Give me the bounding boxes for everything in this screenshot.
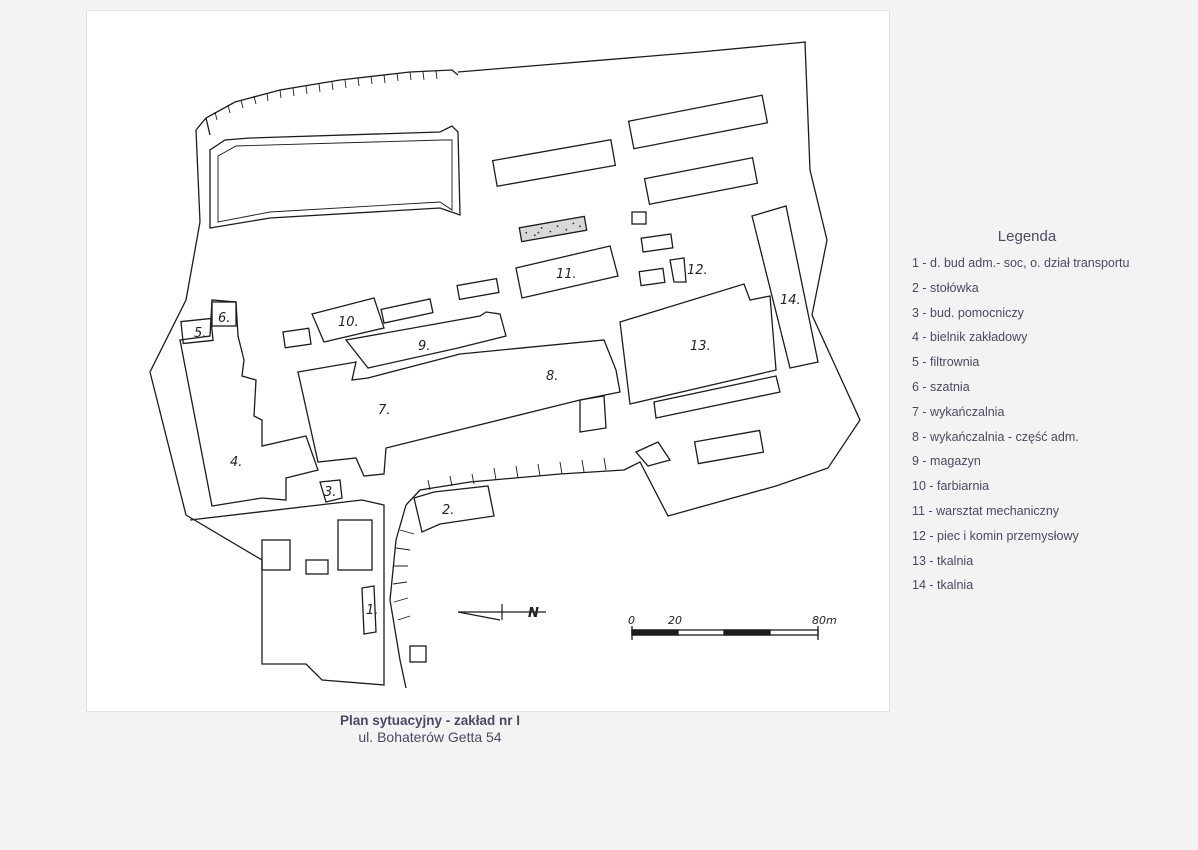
legend-item: 4 - bielnik zakładowy: [912, 330, 1028, 345]
outbuilding: [627, 94, 769, 150]
label-building-10: 10.: [338, 315, 359, 330]
outbuilding: [380, 298, 434, 324]
scale-label-20: 20: [668, 614, 682, 627]
embankment-north: [195, 69, 459, 136]
building-labels: 1. 2. 3. 4. 5. 6. 7. 8. 9. 10. 11. 12. 1…: [194, 263, 837, 627]
building-6: [211, 301, 237, 327]
caption-title: Plan sytuacyjny - zakład nr I: [339, 713, 521, 728]
label-building-3: 3.: [324, 485, 336, 500]
legend-item: 13 - tkalnia: [912, 553, 974, 568]
label-building-11: 11.: [556, 267, 577, 282]
road-hatch: [392, 457, 607, 621]
outbuilding: [640, 233, 674, 253]
legend-item: 1 - d. bud adm.- soc, o. dział transport…: [912, 256, 1130, 270]
legend-list: 1 - d. bud adm.- soc, o. dział transport…: [912, 253, 1182, 600]
building-13: [619, 283, 777, 405]
north-label: N: [528, 606, 539, 621]
label-building-4: 4.: [230, 455, 242, 470]
legend-item: 3 - bud. pomocniczy: [912, 305, 1024, 320]
building-7-8: [297, 339, 621, 477]
scale-bar: [631, 626, 819, 640]
building-2: [413, 485, 495, 533]
scale-label-0: 0: [628, 614, 635, 627]
outbuilding: [643, 156, 759, 206]
site-boundary: [149, 41, 861, 686]
outbuilding: [693, 429, 765, 465]
building-8-annex: [579, 395, 607, 433]
label-building-6: 6.: [218, 311, 230, 326]
site-plan-frame: [86, 10, 890, 712]
caption-address: ul. Bohaterów Getta 54: [358, 729, 502, 745]
building-1: [361, 585, 377, 635]
legend-title: Legenda: [997, 228, 1057, 245]
building-11: [515, 245, 619, 299]
stippled-ruin: [518, 215, 588, 243]
building-9: [344, 311, 507, 369]
legend: Legenda 1 - d. bud adm.- soc, o. dział t…: [912, 228, 1182, 600]
outbuilding: [282, 327, 312, 349]
building-10: [311, 297, 385, 343]
outbuilding: [261, 539, 291, 571]
north-arrow: [457, 604, 546, 621]
label-building-5: 5.: [194, 326, 206, 341]
reservoir: [209, 125, 461, 229]
label-building-8: 8.: [546, 369, 558, 384]
outbuilding: [491, 139, 617, 187]
building-5: [180, 317, 214, 345]
building-12-kiln: [638, 267, 666, 287]
outbuilding: [305, 559, 329, 575]
legend-item: 2 - stołówka: [912, 280, 979, 295]
label-building-1: 1.: [366, 603, 378, 618]
building-12: [669, 257, 687, 283]
outbuilding: [409, 645, 427, 663]
legend-item: 9 - magazyn: [912, 454, 981, 469]
legend-item: 14 - tkalnia: [912, 578, 974, 593]
legend-item: 11 - warsztat mechaniczny: [912, 503, 1060, 518]
label-building-13: 13.: [690, 339, 711, 354]
legend-item: 8 - wykańczalnia - część adm.: [912, 429, 1079, 444]
legend-item: 7 - wykańczalnia: [912, 404, 1005, 419]
plan-caption: Plan sytuacyjny - zakład nr I ul. Bohate…: [300, 712, 560, 746]
building-14: [751, 205, 819, 369]
building-3: [319, 479, 343, 503]
legend-item: 10 - farbiarnia: [912, 479, 990, 494]
legend-item: 6 - szatnia: [912, 379, 970, 394]
legend-item: 12 - piec i komin przemysłowy: [912, 528, 1079, 543]
outbuilding: [337, 519, 373, 571]
outbuilding: [634, 441, 672, 467]
label-building-7: 7.: [378, 403, 390, 418]
access-road: [389, 469, 625, 689]
outbuilding: [631, 211, 647, 225]
label-building-12: 12.: [687, 263, 708, 278]
label-building-2: 2.: [442, 503, 454, 518]
reservoir-inner: [217, 139, 453, 223]
embankment-hatch: [214, 70, 438, 121]
label-building-9: 9.: [418, 339, 430, 354]
scale-label-80m: 80m: [812, 614, 837, 627]
outbuilding: [456, 277, 500, 301]
label-building-14: 14.: [780, 293, 801, 308]
legend-item: 5 - filtrownia: [912, 355, 980, 370]
building-13-annex: [653, 375, 781, 419]
